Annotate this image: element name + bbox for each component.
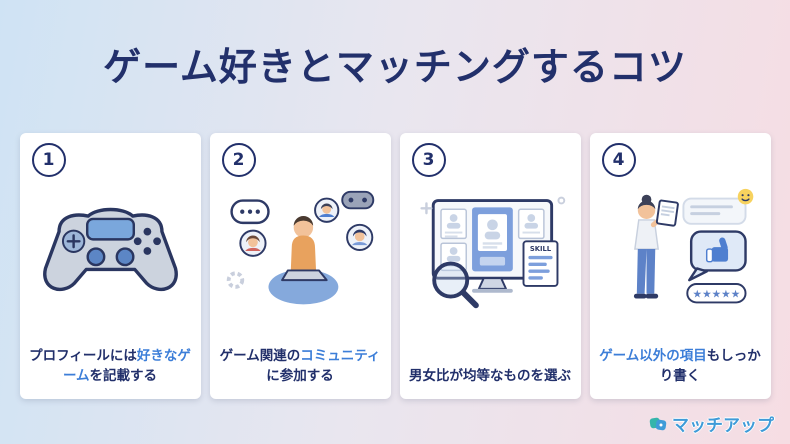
card-caption: ゲーム関連のコミュニティに参加する <box>217 346 384 387</box>
card-caption: 男女比が均等なものを選ぶ <box>407 366 574 386</box>
step-number-badge: 4 <box>601 143 636 177</box>
caption-segment: プロフィールには <box>29 347 137 364</box>
matchup-logo: マッチアップ <box>648 411 774 436</box>
tip-card-2: 2 <box>209 133 391 399</box>
profile-browser-icon: SKILL <box>419 196 565 309</box>
tip-card-4: 4 <box>589 133 771 399</box>
step-number-badge: 3 <box>411 143 446 177</box>
caption-segment: 男女比が均等なものを選ぶ <box>409 367 571 384</box>
matchup-logo-icon <box>649 417 667 430</box>
page-title: ゲーム好きとマッチングするコツ <box>103 45 687 89</box>
tips-card-row: 1 プロフィールには好きなゲームを記載する 2 <box>0 133 790 399</box>
step-number-badge: 1 <box>31 143 66 177</box>
card-caption: プロフィールには好きなゲームを記載する <box>27 346 194 387</box>
skill-card: SKILL <box>522 240 558 287</box>
tip-card-1: 1 プロフィールには好きなゲームを記載する <box>19 133 201 399</box>
skill-label: SKILL <box>529 245 551 253</box>
star-rating-bubble: ★★★★★ <box>685 283 746 304</box>
caption-segment: もしっかり書く <box>659 347 761 384</box>
caption-segment-highlight: コミュニティ <box>300 347 381 364</box>
card-caption: ゲーム以外の項目もしっかり書く <box>597 346 764 387</box>
review-writing-icon: ★★★★★ <box>633 188 753 304</box>
profile-browser-illustration: SKILL <box>408 177 573 325</box>
step-number-badge: 2 <box>221 143 256 177</box>
woman-figure <box>633 194 679 299</box>
mini-controller-icon <box>340 190 374 210</box>
caption-segment: ゲーム関連の <box>219 347 301 364</box>
tip-card-3: 3 <box>399 133 581 399</box>
message-bubble <box>681 197 746 225</box>
game-controller-illustration <box>28 177 193 325</box>
community-chat-icon <box>226 190 374 305</box>
matchup-logo-text: マッチアップ <box>672 416 774 436</box>
game-controller-icon <box>42 207 178 292</box>
community-chat-illustration <box>218 177 383 325</box>
thumbs-up-icon <box>705 237 728 263</box>
smiley-icon <box>737 188 753 205</box>
caption-segment-highlight: 好きなゲーム <box>62 347 191 384</box>
star-rating: ★★★★★ <box>692 288 740 301</box>
review-writing-illustration: ★★★★★ <box>598 177 763 325</box>
caption-segment: に参加する <box>266 367 334 384</box>
caption-segment: を記載する <box>89 367 158 384</box>
thumbs-up-bubble <box>687 230 747 282</box>
caption-segment-highlight: ゲーム以外の項目 <box>599 347 707 364</box>
